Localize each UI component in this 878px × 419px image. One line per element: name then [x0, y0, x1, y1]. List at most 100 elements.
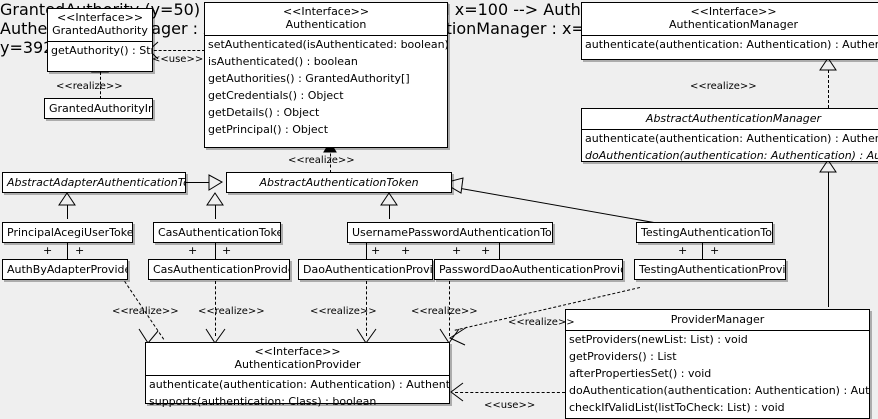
class-header-authentication: <<Interface>> Authentication — [205, 3, 447, 36]
generalization-line-usernamepasswordtoken — [389, 205, 390, 219]
plus-marker-testing-left: + — [678, 244, 688, 257]
class-header-provider-manager: ProviderManager — [566, 310, 869, 331]
operation-authenticate-provider: authenticate(authentication: Authenticat… — [149, 378, 449, 391]
operations-authentication-manager: authenticate(authentication: Authenticat… — [582, 36, 878, 53]
realize-line-grantedauthorityimpl — [100, 72, 101, 99]
class-box-abstract-adapter-authentication-token[interactable]: AbstractAdapterAuthenticationToken — [2, 172, 186, 193]
label-realize-passworddaoauthenticationprovider: <<realize>> — [411, 306, 478, 317]
class-name-granted-authority: GrantedAuthority — [52, 24, 148, 37]
plus-marker-username-2: + — [401, 244, 411, 257]
generalization-line-abstractadaptertoken — [185, 182, 215, 183]
class-header-granted-authority: <<Interface>> GrantedAuthority — [48, 9, 152, 42]
use-line-authentication-grantedauthority — [149, 50, 205, 51]
class-name-testing-authentication-token: TestingAuthenticationToken — [641, 226, 772, 239]
plus-marker-username-4: + — [481, 244, 491, 257]
operations-authentication-provider: authenticate(authentication: Authenticat… — [146, 376, 449, 410]
operation-get-credentials: getCredentials() : Object — [208, 89, 344, 102]
class-box-authentication-provider[interactable]: <<Interface>> AuthenticationProvider aut… — [145, 342, 450, 408]
class-name-auth-by-adapter-provider: AuthByAdapterProvider — [7, 263, 127, 276]
class-header-authentication-provider: <<Interface>> AuthenticationProvider — [146, 343, 449, 376]
association-line-username-dao — [366, 243, 367, 259]
operations-abstract-authentication-manager: authenticate(authentication: Authenticat… — [582, 130, 878, 164]
class-name-cas-authentication-token: CasAuthenticationToken — [158, 226, 280, 239]
operation-authenticate-abstract-manager: authenticate(authentication: Authenticat… — [585, 132, 878, 145]
plus-marker-principal-left: + — [43, 244, 53, 257]
operation-check-if-valid-list: checkIfValidList(listToCheck: List) : vo… — [569, 401, 785, 414]
label-use-providermanager: <<use>> — [484, 400, 536, 411]
class-box-authentication-manager[interactable]: <<Interface>> AuthenticationManager auth… — [581, 2, 878, 60]
association-line-principal-authbyadapter — [67, 243, 68, 259]
class-box-testing-authentication-provider[interactable]: TestingAuthenticationProvider — [634, 259, 786, 280]
class-header-abstract-authentication-manager: AbstractAuthenticationManager — [582, 109, 878, 130]
label-realize-testingauthenticationprovider: <<realize>> — [508, 317, 575, 328]
operation-do-authentication-provider-manager: doAuthentication(authentication: Authent… — [569, 384, 869, 397]
plus-marker-username-1: + — [371, 244, 381, 257]
class-name-abstract-authentication-manager: AbstractAuthenticationManager — [645, 112, 822, 125]
plus-marker-testing-right: + — [710, 244, 720, 257]
association-line-username-passworddao — [499, 243, 500, 259]
operations-granted-authority: getAuthority() : String — [48, 42, 152, 59]
class-name-authentication-manager: AuthenticationManager — [669, 18, 798, 31]
plus-marker-username-3: + — [452, 244, 462, 257]
operation-get-providers: getProviders() : List — [569, 350, 677, 363]
class-box-cas-authentication-token[interactable]: CasAuthenticationToken — [153, 222, 281, 243]
operation-get-authority: getAuthority() : String — [51, 44, 152, 57]
use-line-providermanager-authenticationprovider — [455, 392, 565, 393]
class-name-abstract-authentication-token: AbstractAuthenticationToken — [259, 176, 419, 189]
stereotype-interface-authentication: <<Interface>> — [282, 5, 370, 18]
class-header-authentication-manager: <<Interface>> AuthenticationManager — [582, 3, 878, 36]
plus-marker-cas-left: + — [188, 244, 198, 257]
hollow-triangle-right-abstractauthenticationtoken — [208, 174, 224, 191]
stereotype-interface-granted-authority: <<Interface>> — [56, 11, 144, 24]
class-box-provider-manager[interactable]: ProviderManager setProviders(newList: Li… — [565, 309, 870, 419]
label-realize-abstractauthenticationmanager: <<realize>> — [690, 81, 757, 92]
class-name-testing-authentication-provider: TestingAuthenticationProvider — [639, 263, 785, 276]
label-use-authentication-grantedauthority: <<use>> — [152, 54, 204, 65]
hollow-triangle-abstractadaptertoken — [58, 192, 76, 206]
realize-line-daoauthenticationprovider — [366, 281, 367, 336]
class-name-principal-acegi-user-token: PrincipalAcegiUserToken — [7, 226, 132, 239]
operation-is-authenticated: isAuthenticated() : boolean — [208, 55, 358, 68]
operation-do-authentication-abstract-manager: doAuthentication(authentication: Authent… — [585, 149, 878, 162]
class-box-dao-authentication-provider[interactable]: DaoAuthenticationProvider — [298, 259, 433, 280]
association-line-testing-token-provider — [702, 243, 703, 259]
association-line-cas-token-provider — [215, 243, 216, 259]
generalization-line-providermanager — [828, 172, 829, 307]
class-box-username-password-authentication-token[interactable]: UsernamePasswordAuthenticationToken — [347, 222, 553, 243]
plus-marker-cas-right: + — [222, 244, 232, 257]
class-box-principal-acegi-user-token[interactable]: PrincipalAcegiUserToken — [2, 222, 133, 243]
label-realize-daoauthenticationprovider: <<realize>> — [310, 306, 377, 317]
label-realize-authbyadapterprovider: <<realize>> — [112, 306, 179, 317]
operations-provider-manager: setProviders(newList: List) : void getPr… — [566, 331, 869, 416]
label-realize-casauthenticationprovider: <<realize>> — [198, 306, 265, 317]
class-name-provider-manager: ProviderManager — [670, 313, 765, 326]
class-box-password-dao-authentication-provider[interactable]: PasswordDaoAuthenticationProvider — [434, 259, 623, 280]
class-box-authentication[interactable]: <<Interface>> Authentication setAuthenti… — [204, 2, 448, 148]
realize-line-abstractauthenticationmanager — [828, 70, 829, 108]
operation-set-authenticated: setAuthenticated(isAuthenticated: boolea… — [208, 38, 447, 51]
class-name-granted-authority-impl: GrantedAuthorityImpl — [49, 102, 152, 115]
class-name-dao-authentication-provider: DaoAuthenticationProvider — [303, 263, 432, 276]
operation-set-providers: setProviders(newList: List) : void — [569, 333, 748, 346]
class-name-abstract-adapter-authentication-token: AbstractAdapterAuthenticationToken — [7, 176, 185, 189]
class-box-auth-by-adapter-provider[interactable]: AuthByAdapterProvider — [2, 259, 128, 280]
class-name-username-password-authentication-token: UsernamePasswordAuthenticationToken — [352, 226, 552, 239]
class-name-authentication: Authentication — [285, 18, 367, 31]
class-box-abstract-authentication-token[interactable]: AbstractAuthenticationToken — [226, 172, 452, 193]
generalization-line-casauthenticationtoken — [215, 205, 216, 219]
label-realize-abstractauthenticationtoken: <<realize>> — [288, 155, 355, 166]
class-box-granted-authority-impl[interactable]: GrantedAuthorityImpl — [44, 98, 153, 119]
operations-authentication: setAuthenticated(isAuthenticated: boolea… — [205, 36, 447, 138]
class-box-abstract-authentication-manager[interactable]: AbstractAuthenticationManager authentica… — [581, 108, 878, 162]
class-name-password-dao-authentication-provider: PasswordDaoAuthenticationProvider — [439, 263, 622, 276]
operation-after-properties-set: afterPropertiesSet() : void — [569, 367, 712, 380]
open-arrow-testing-to-authenticationprovider — [448, 326, 468, 346]
class-box-testing-authentication-token[interactable]: TestingAuthenticationToken — [636, 222, 773, 243]
operation-get-principal: getPrincipal() : Object — [208, 123, 329, 136]
operation-authenticate-manager: authenticate(authentication: Authenticat… — [585, 38, 878, 51]
class-name-cas-authentication-provider: CasAuthenticationProvider — [153, 263, 289, 276]
class-box-cas-authentication-provider[interactable]: CasAuthenticationProvider — [148, 259, 290, 280]
label-realize-grantedauthorityimpl: <<realize>> — [56, 81, 123, 92]
class-box-granted-authority[interactable]: <<Interface>> GrantedAuthority getAuthor… — [47, 8, 153, 72]
